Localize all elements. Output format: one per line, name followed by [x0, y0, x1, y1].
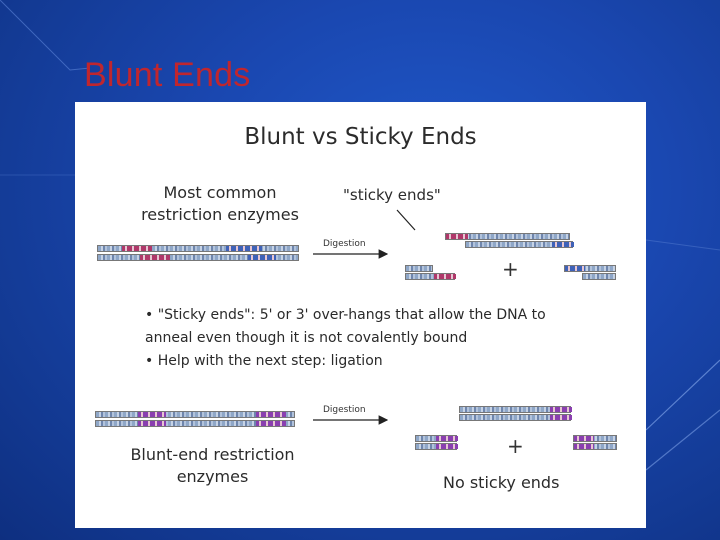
blunt-enzymes-label-line2: enzymes — [176, 467, 249, 486]
dna-strand-bottom — [97, 254, 299, 261]
figure-arrows — [313, 209, 416, 425]
blunt-fragment-top — [459, 406, 572, 413]
blunt-left-end-top — [415, 435, 458, 442]
figure-heading: Blunt vs Sticky Ends — [244, 124, 477, 150]
slide-title: Blunt Ends — [84, 56, 251, 94]
callout-pointer — [396, 209, 416, 231]
common-enzymes-label-line1: Most common — [163, 183, 277, 202]
common-enzymes-label-line2: restriction enzymes — [141, 205, 299, 224]
right-fragment-top — [564, 265, 616, 272]
blunt-fragment-bottom — [459, 414, 572, 421]
left-fragment-bottom — [405, 273, 456, 280]
plus-sign-sticky: + — [502, 257, 519, 281]
bullet-list: • "Sticky ends": 5' or 3' over-hangs tha… — [145, 304, 546, 373]
digestion-label-sticky: Digestion — [323, 239, 366, 249]
common-enzymes-label: Most common restriction enzymes — [125, 182, 315, 226]
blunt-right-end-bottom — [573, 443, 617, 450]
blunt-dna-strand-bottom — [95, 420, 295, 427]
blunt-left-end-bottom — [415, 443, 458, 450]
dna-strand-top — [97, 245, 299, 252]
no-sticky-ends-label: No sticky ends — [443, 473, 560, 492]
blunt-enzymes-label-line1: Blunt-end restriction — [130, 445, 295, 464]
bullet-ligation: • Help with the next step: ligation — [145, 353, 383, 369]
figure-panel: Blunt vs Sticky Ends Most common restric… — [75, 102, 646, 528]
left-fragment-top — [405, 265, 433, 272]
bullet-sticky-definition: • "Sticky ends": 5' or 3' over-hangs tha… — [145, 307, 546, 323]
right-fragment-bottom — [582, 273, 616, 280]
digestion-label-blunt: Digestion — [323, 405, 366, 415]
fragment-sticky-bottom — [465, 241, 574, 248]
blunt-dna-strand-top — [95, 411, 295, 418]
blunt-enzymes-label: Blunt-end restriction enzymes — [105, 444, 320, 488]
sticky-ends-callout: "sticky ends" — [343, 186, 441, 204]
plus-sign-blunt: + — [507, 434, 524, 458]
fragment-sticky-top — [445, 233, 570, 240]
blunt-right-end-top — [573, 435, 617, 442]
bullet-sticky-definition-cont: anneal even though it is not covalently … — [145, 330, 468, 346]
